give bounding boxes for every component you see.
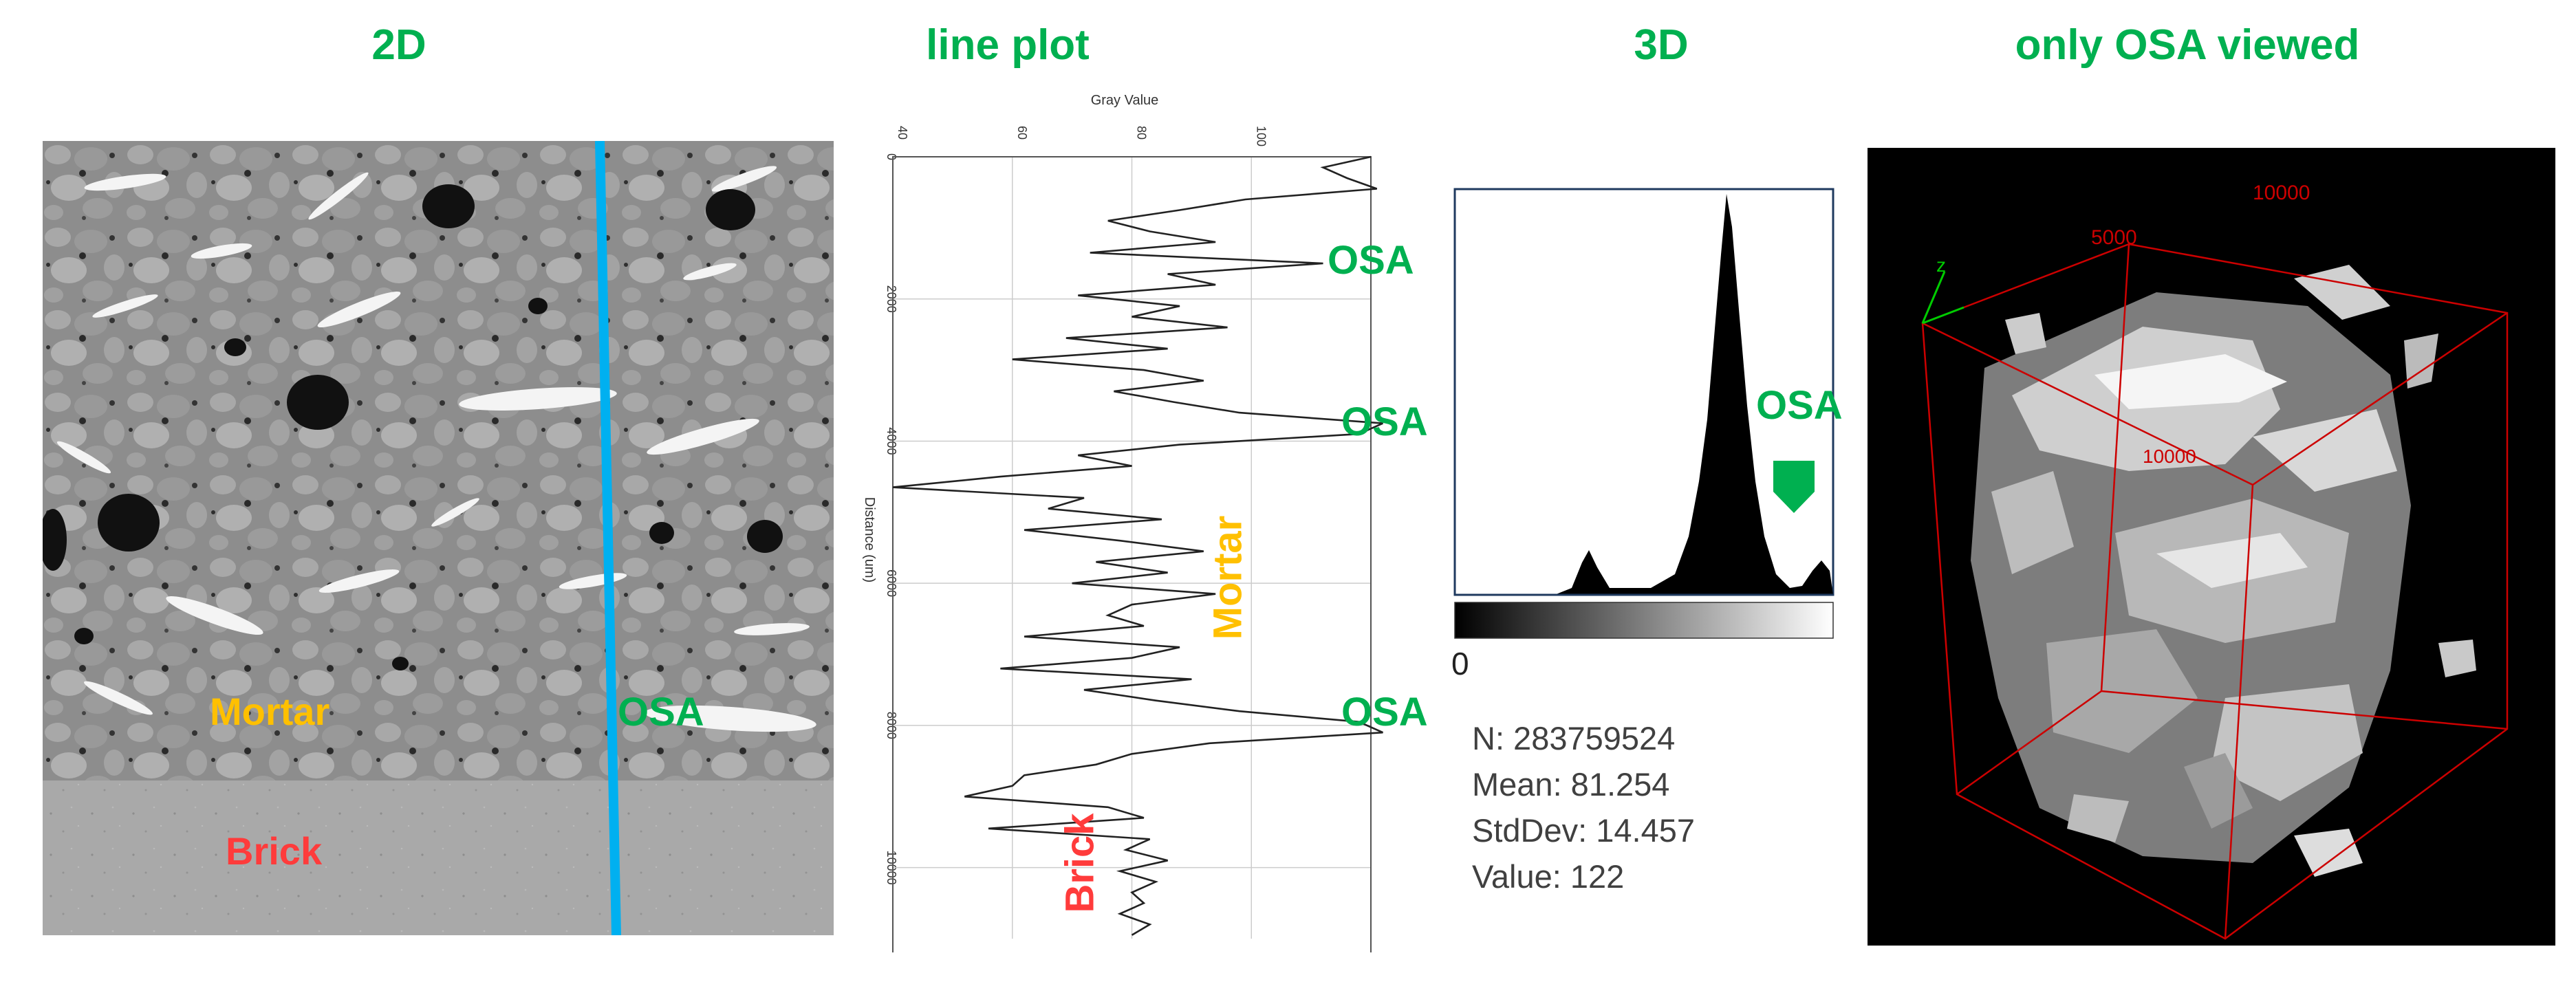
stat-stddev: StdDev: 14.457 <box>1472 812 1695 849</box>
label-plot-osa-1: OSA <box>1328 238 1414 283</box>
ct-slice-2d <box>39 140 834 936</box>
title-line-plot: line plot <box>926 21 1090 69</box>
axis-x-green <box>1922 306 1965 325</box>
hist-axis-zero: 0 <box>1451 646 1469 681</box>
line-plot-chart: Gray Value 40 60 80 100 0 2000 4000 6000 8000 10… <box>853 86 1389 982</box>
ct-slice-image <box>39 140 834 936</box>
stat-value: Value: 122 <box>1472 858 1625 895</box>
y-tick-label: 2000 <box>885 285 898 313</box>
y-axis-label: Distance (um) <box>862 497 877 582</box>
label-hist-osa: OSA <box>1756 383 1843 428</box>
gray-ramp <box>1454 602 1834 639</box>
histogram-3d <box>1451 186 1837 681</box>
x-axis-label: Gray Value <box>1091 93 1159 108</box>
label-plot-osa-3: OSA <box>1341 690 1428 734</box>
label-2d-osa: OSA <box>618 690 704 734</box>
y-tick-label: 8000 <box>885 712 898 739</box>
scale-label-top: 10000 <box>2253 182 2310 204</box>
title-3d: 3D <box>1634 21 1689 69</box>
x-ticks: 40 60 80 100 <box>896 126 1268 146</box>
y-tick-label: 6000 <box>885 569 898 597</box>
x-tick-label: 100 <box>1254 126 1268 146</box>
axis-z-green <box>1921 271 1946 324</box>
plot-frame <box>892 156 1372 982</box>
label-plot-osa-2: OSA <box>1341 400 1428 444</box>
label-2d-brick: Brick <box>226 829 323 873</box>
osa-3d-render: 10000 5000 10000 z <box>1868 148 2555 946</box>
axis-label-z: z <box>1936 254 1946 276</box>
y-tick-label: 4000 <box>885 427 898 455</box>
x-tick-label: 40 <box>896 126 909 140</box>
gray-value-trace <box>892 155 1383 936</box>
scan-line <box>595 140 621 936</box>
bounding-box <box>1921 243 2509 940</box>
grid-lines <box>892 156 1371 939</box>
y-ticks: 0 2000 4000 6000 8000 10000 <box>885 153 898 885</box>
title-only-osa-viewed: only OSA viewed <box>2015 21 2360 69</box>
histogram-bars <box>1457 194 1833 595</box>
y-tick-label: 0 <box>885 153 898 160</box>
osa-marker-arrow <box>1773 461 1815 513</box>
histogram-frame <box>1453 188 1834 596</box>
osa-fragments <box>1971 265 2476 877</box>
stat-mean: Mean: 81.254 <box>1472 766 1670 803</box>
x-tick-label: 60 <box>1015 126 1029 140</box>
label-2d-mortar: Mortar <box>210 690 330 733</box>
histogram-stats: N: 283759524 Mean: 81.254 StdDev: 14.457… <box>1472 715 1695 899</box>
scale-label-mid: 5000 <box>2091 226 2137 249</box>
scale-label-inner: 10000 <box>2143 446 2196 467</box>
y-tick-label: 10000 <box>885 851 898 885</box>
label-plot-brick: Brick <box>1057 813 1103 913</box>
label-plot-mortar: Mortar <box>1205 515 1251 640</box>
stat-n: N: 283759524 <box>1472 720 1676 756</box>
title-2d: 2D <box>371 21 426 69</box>
x-tick-label: 80 <box>1135 126 1149 140</box>
